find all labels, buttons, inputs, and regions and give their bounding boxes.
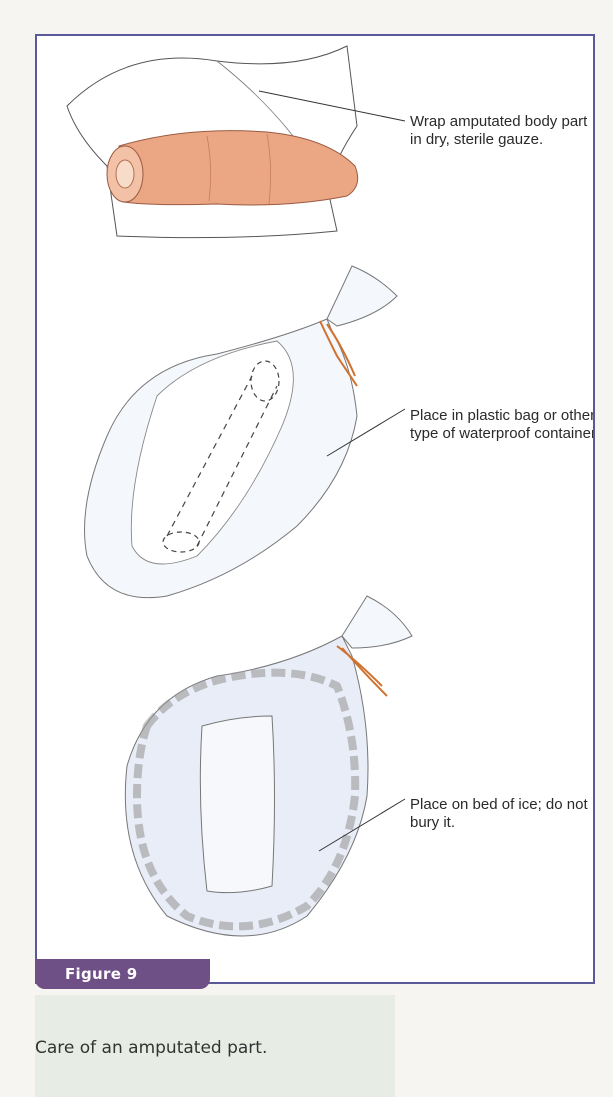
figure-frame: Wrap amputated body part in dry, sterile… <box>35 34 595 984</box>
callout-wrap-gauze: Wrap amputated body part in dry, sterile… <box>410 113 595 149</box>
plastic-bag-illustration <box>85 266 406 598</box>
callout-bed-of-ice: Place on bed of ice; do not bury it. <box>410 796 595 832</box>
figure-caption: Care of an amputated part. <box>35 1038 267 1058</box>
inner-bag-on-ice <box>200 716 274 893</box>
bag-top <box>327 266 397 326</box>
limb-bone <box>116 160 134 188</box>
figure-illustration <box>37 36 595 984</box>
gauze-wrap-illustration <box>67 46 405 238</box>
figure-label: Figure 9 <box>35 959 210 989</box>
callout-plastic-bag: Place in plastic bag or other type of wa… <box>410 407 595 443</box>
ice-bed-illustration <box>125 596 412 936</box>
ice-bag-top <box>342 596 412 648</box>
